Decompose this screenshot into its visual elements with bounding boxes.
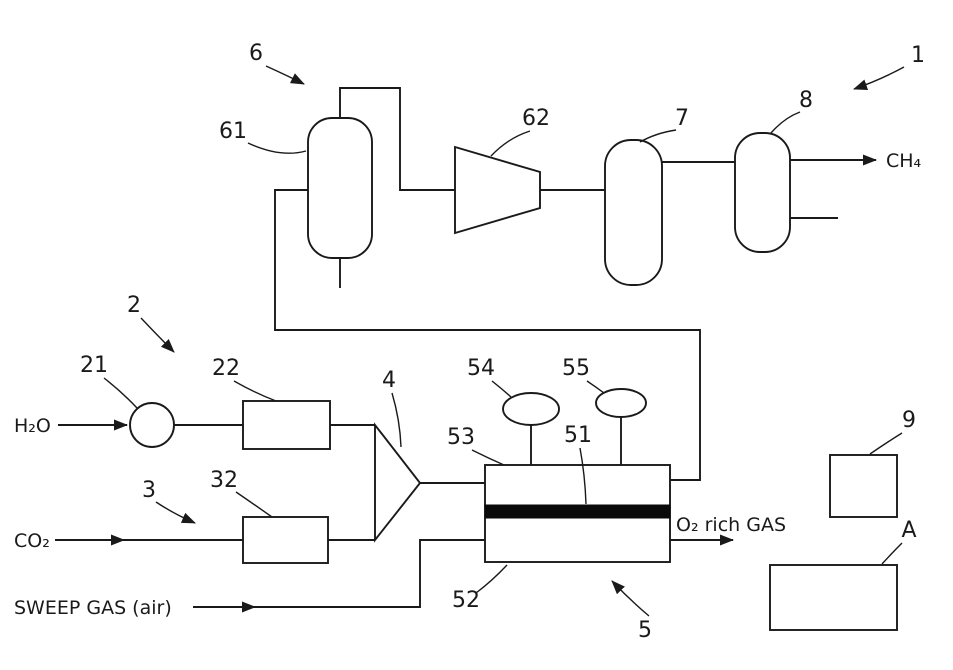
leader-1 xyxy=(853,66,905,90)
ref-label-22: 22 xyxy=(212,356,240,381)
unit-22 xyxy=(242,400,331,450)
ref-label-32: 32 xyxy=(210,468,238,493)
pipe-sweep-gas-to-reactor xyxy=(255,539,485,608)
instrument-54 xyxy=(502,392,560,426)
ref-label-51: 51 xyxy=(564,423,592,448)
stream-label-ch4: CH₄ xyxy=(886,150,922,172)
leader-21 xyxy=(103,377,138,409)
leader-8 xyxy=(770,111,801,134)
ref-label-54: 54 xyxy=(467,356,495,381)
leader-51 xyxy=(579,447,587,505)
leader-52 xyxy=(475,564,508,594)
leader-5 xyxy=(611,580,650,617)
ref-label-55: 55 xyxy=(562,356,590,381)
pump-21 xyxy=(129,402,175,448)
box-9 xyxy=(829,454,898,518)
reference-numerals: 1 6 61 62 7 8 2 21 22 4 3 32 54 55 53 51… xyxy=(80,41,925,643)
ref-label-62: 62 xyxy=(522,106,550,131)
ref-label-7: 7 xyxy=(675,106,689,131)
instrument-55 xyxy=(595,388,647,418)
membrane-51 xyxy=(484,504,671,519)
leader-4 xyxy=(391,392,402,448)
ref-label-9: 9 xyxy=(902,408,916,433)
ref-label-1: 1 xyxy=(911,43,925,68)
ref-label-5: 5 xyxy=(638,618,652,643)
stream-label-o2-rich-gas: O₂ rich GAS xyxy=(676,514,786,536)
stream-label-co2: CO₂ xyxy=(14,530,50,552)
leader-55 xyxy=(586,380,605,394)
ref-label-53: 53 xyxy=(447,425,475,450)
equipment xyxy=(129,117,898,631)
leader-3 xyxy=(155,501,196,524)
pipe-vessel61-to-compressor xyxy=(339,87,455,191)
stream-labels: H₂O CO₂ SWEEP GAS (air) O₂ rich GAS CH₄ xyxy=(14,150,922,619)
mixer-4 xyxy=(374,422,422,543)
leader-2 xyxy=(140,317,175,353)
vessel-61 xyxy=(307,117,373,259)
leader-6 xyxy=(265,65,305,85)
leader-53 xyxy=(471,449,505,466)
leader-lines xyxy=(103,65,905,617)
leader-22 xyxy=(233,380,277,402)
stream-label-sweep-gas: SWEEP GAS (air) xyxy=(14,597,172,619)
leader-61 xyxy=(247,142,307,154)
ref-label-3: 3 xyxy=(142,478,156,503)
box-A xyxy=(769,564,898,631)
ref-label-6: 6 xyxy=(249,41,263,66)
ref-label-61: 61 xyxy=(219,119,247,144)
piping xyxy=(55,87,877,613)
ref-label-4: 4 xyxy=(382,368,396,393)
stream-label-h2o: H₂O xyxy=(14,415,51,437)
vessel-8 xyxy=(734,132,791,253)
unit-32 xyxy=(242,516,329,564)
leader-62 xyxy=(490,130,531,157)
ref-label-52: 52 xyxy=(452,588,480,613)
leader-54 xyxy=(491,380,512,398)
leader-A xyxy=(881,542,903,565)
pipe-recycle-loop xyxy=(274,189,701,481)
leader-7 xyxy=(639,129,677,143)
ref-label-8: 8 xyxy=(799,88,813,113)
compressor-62 xyxy=(454,145,541,235)
ref-label-21: 21 xyxy=(80,353,108,378)
vessel-7 xyxy=(604,139,663,286)
ref-label-A: A xyxy=(901,518,916,543)
leader-9 xyxy=(869,432,903,455)
leader-32 xyxy=(235,491,273,518)
ref-label-2: 2 xyxy=(127,293,141,318)
